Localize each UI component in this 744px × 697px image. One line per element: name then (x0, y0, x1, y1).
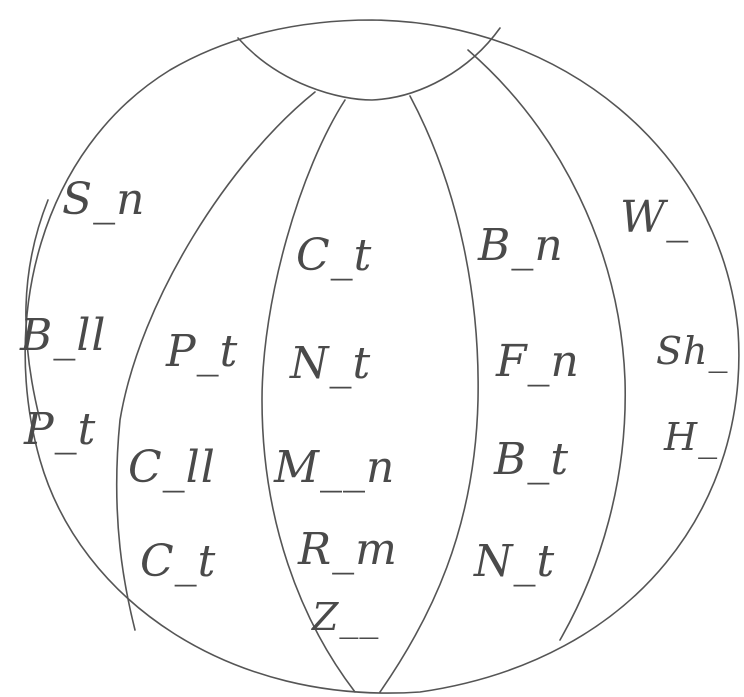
word-blank-6: P_t (166, 330, 238, 374)
word-blank-1: S_n (62, 178, 145, 222)
word-blank-3: B_n (478, 224, 564, 268)
word-blank-10: P_t (24, 408, 96, 452)
word-blank-11: C_ll (128, 446, 216, 490)
word-blank-15: C_t (140, 540, 216, 584)
word-blank-5: B_ll (20, 314, 106, 358)
word-blank-9: Sh_ (656, 332, 729, 370)
word-blank-18: Z__ (312, 598, 379, 636)
word-blank-7: N_t (290, 342, 371, 386)
word-blank-14: H_ (664, 418, 718, 456)
word-blank-17: N_t (474, 540, 555, 584)
word-blank-4: W_ (620, 196, 689, 240)
word-blank-8: F_n (496, 340, 580, 384)
word-blank-2: C_t (296, 234, 372, 278)
top-cap-curve (238, 28, 500, 100)
word-blank-16: R_m (298, 528, 398, 572)
word-blank-12: M__n (274, 446, 395, 490)
word-blank-13: B_t (494, 438, 569, 482)
panel-seam-3 (380, 96, 478, 692)
ball-outline (25, 20, 739, 693)
